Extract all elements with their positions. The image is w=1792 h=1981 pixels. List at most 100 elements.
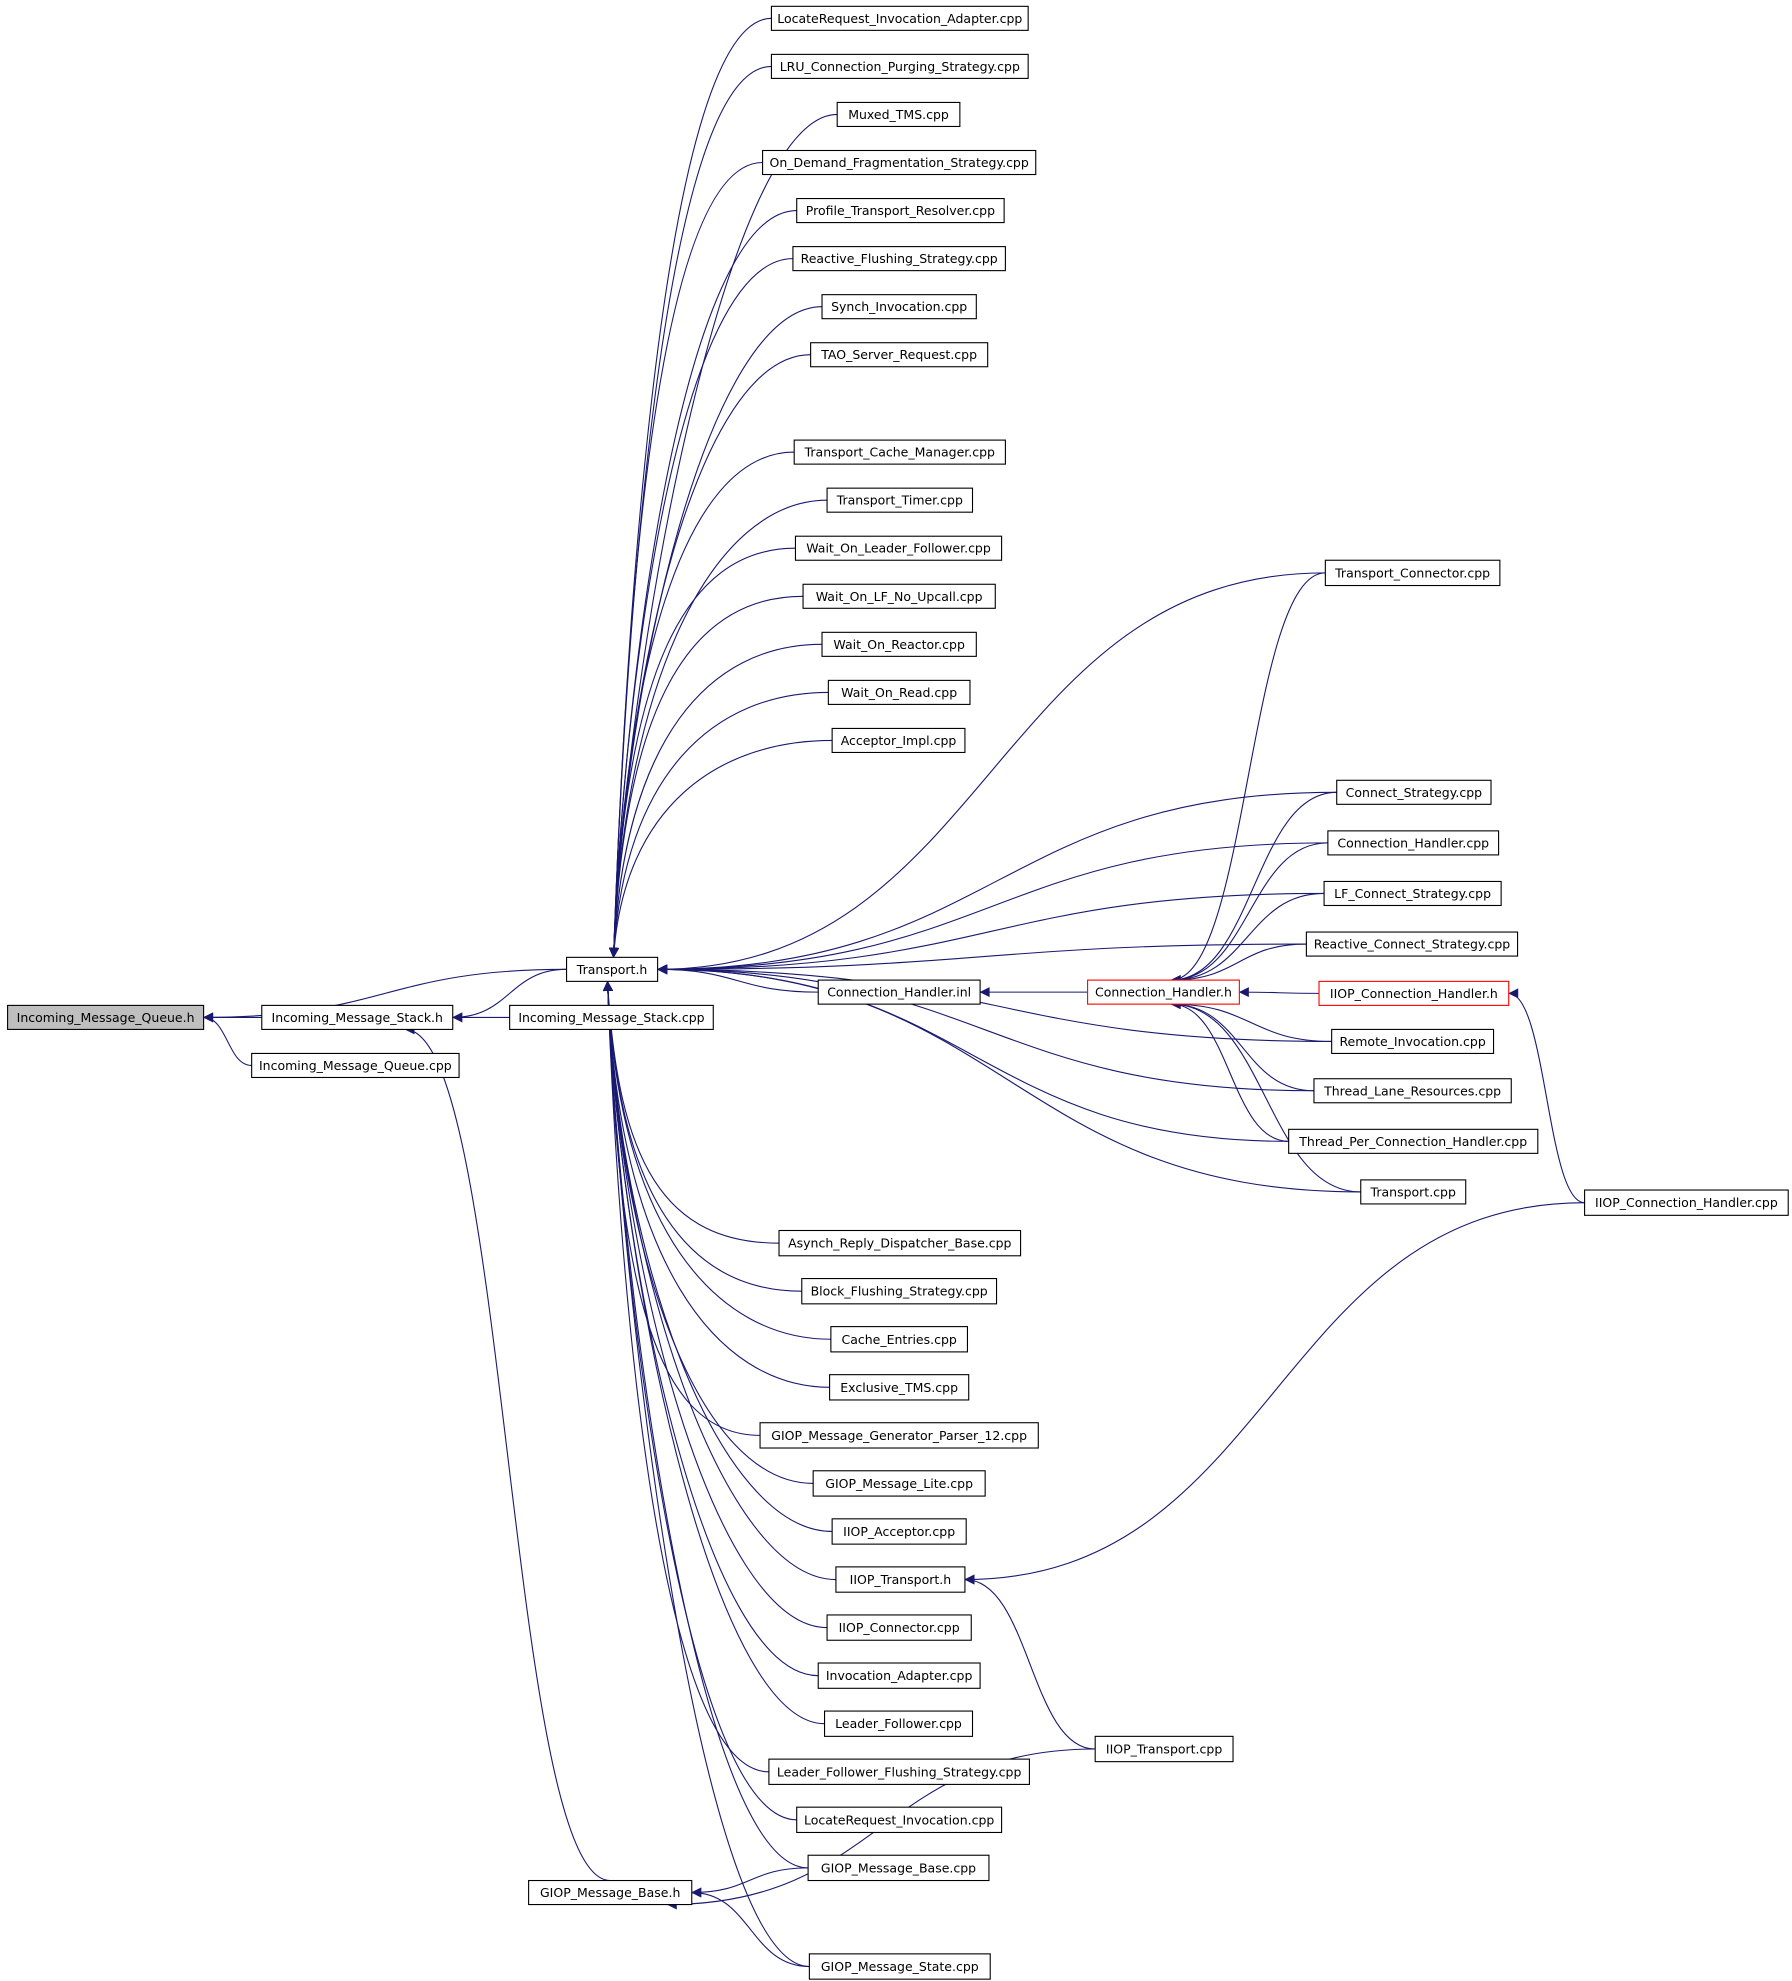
node-label: Wait_On_Read.cpp <box>841 685 957 700</box>
file-node-connection-handler-cpp[interactable]: Connection_Handler.cpp <box>1327 830 1500 856</box>
file-node-transport-connector-cpp[interactable]: Transport_Connector.cpp <box>1324 559 1501 587</box>
node-box <box>836 101 961 128</box>
node-box <box>1584 1189 1789 1216</box>
file-node-incoming-message-stack-cpp[interactable]: Incoming_Message_Stack.cpp <box>509 1004 714 1030</box>
node-label: LRU_Connection_Purging_Strategy.cpp <box>780 59 1020 74</box>
node-box <box>762 149 1037 176</box>
file-node-muxed-tms-cpp[interactable]: Muxed_TMS.cpp <box>836 101 961 128</box>
node-box <box>831 727 966 754</box>
file-node-transport-cpp[interactable]: Transport.cpp <box>1360 1179 1467 1205</box>
node-label: Thread_Per_Connection_Handler.cpp <box>1298 1134 1527 1149</box>
node-label: IIOP_Transport.h <box>850 1572 952 1587</box>
file-node-lf-connect-strategy-cpp[interactable]: LF_Connect_Strategy.cpp <box>1323 880 1502 907</box>
file-node-giop-message-generator-parser-12-cpp[interactable]: GIOP_Message_Generator_Parser_12.cpp <box>759 1422 1039 1449</box>
edge-locaterequest_invocation_adapter_cpp-to-transport_h <box>608 17 772 958</box>
file-node-remote-invocation-cpp[interactable]: Remote_Invocation.cpp <box>1331 1028 1495 1054</box>
file-node-wait-on-lf-no-upcall-cpp[interactable]: Wait_On_LF_No_Upcall.cpp <box>802 583 996 609</box>
file-node-iiop-connection-handler-h[interactable]: IIOP_Connection_Handler.h <box>1318 980 1510 1006</box>
edge-connect_strategy_cpp-to-connection_handler_h <box>1170 791 1337 986</box>
edge-iiop_connection_handler_h-to-connection_handler_h <box>1238 987 1320 998</box>
file-node-leader-follower-flushing-strategy-cpp[interactable]: Leader_Follower_Flushing_Strategy.cpp <box>768 1758 1030 1785</box>
file-node-giop-message-base-h[interactable]: GIOP_Message_Base.h <box>528 1879 693 1906</box>
file-node-locaterequest-invocation-cpp[interactable]: LocateRequest_Invocation.cpp <box>796 1806 1003 1834</box>
file-node-acceptor-impl-cpp[interactable]: Acceptor_Impl.cpp <box>831 727 966 754</box>
node-label: Wait_On_Reactor.cpp <box>833 637 965 652</box>
file-node-leader-follower-cpp[interactable]: Leader_Follower.cpp <box>823 1710 974 1737</box>
edge-transport_cache_manager_cpp-to-transport_h <box>608 451 795 958</box>
node-label: LF_Connect_Strategy.cpp <box>1334 886 1491 901</box>
file-node-wait-on-leader-follower-cpp[interactable]: Wait_On_Leader_Follower.cpp <box>794 535 1003 561</box>
node-box <box>1087 979 1240 1005</box>
file-node-transport-timer-cpp[interactable]: Transport_Timer.cpp <box>826 487 974 513</box>
edge-reactive_connect_strategy_cpp-to-transport_h <box>657 943 1307 975</box>
file-node-iiop-transport-h[interactable]: IIOP_Transport.h <box>835 1566 966 1593</box>
node-label: Transport.cpp <box>1370 1184 1456 1199</box>
edge-thread_per_connection_handler_cpp-to-connection_handler_h <box>1170 999 1289 1142</box>
node-box <box>830 1326 969 1353</box>
file-node-locaterequest-invocation-adapter-cpp[interactable]: LocateRequest_Invocation_Adapter.cpp <box>770 5 1029 31</box>
node-box <box>566 956 659 982</box>
node-label: IIOP_Connection_Handler.cpp <box>1595 1195 1778 1210</box>
file-node-incoming-message-queue-h[interactable]: Incoming_Message_Queue.h <box>7 1004 205 1030</box>
file-node-iiop-connection-handler-cpp[interactable]: IIOP_Connection_Handler.cpp <box>1584 1189 1789 1216</box>
file-node-iiop-transport-cpp[interactable]: IIOP_Transport.cpp <box>1094 1735 1234 1763</box>
dependency-edges <box>203 17 1585 1968</box>
file-node-transport-cache-manager-cpp[interactable]: Transport_Cache_Manager.cpp <box>793 439 1006 465</box>
node-box <box>1324 559 1501 587</box>
file-node-wait-on-read-cpp[interactable]: Wait_On_Read.cpp <box>827 679 971 705</box>
file-node-connection-handler-inl[interactable]: Connection_Handler.inl <box>817 979 981 1005</box>
file-node-reactive-connect-strategy-cpp[interactable]: Reactive_Connect_Strategy.cpp <box>1305 931 1519 957</box>
node-box <box>807 1854 990 1882</box>
file-node-iiop-connector-cpp[interactable]: IIOP_Connector.cpp <box>826 1614 972 1641</box>
node-box <box>1331 1028 1495 1054</box>
edge-transport_h-to-incoming_message_stack_h <box>452 968 567 1023</box>
node-label: Connect_Strategy.cpp <box>1346 785 1482 800</box>
node-label: On_Demand_Fragmentation_Strategy.cpp <box>769 155 1028 170</box>
file-node-invocation-adapter-cpp[interactable]: Invocation_Adapter.cpp <box>817 1662 981 1689</box>
node-box <box>817 979 981 1005</box>
file-node-thread-per-connection-handler-cpp[interactable]: Thread_Per_Connection_Handler.cpp <box>1288 1128 1539 1154</box>
file-node-connection-handler-h[interactable]: Connection_Handler.h <box>1087 979 1240 1005</box>
node-label: Transport_Timer.cpp <box>836 493 963 508</box>
file-node-connect-strategy-cpp[interactable]: Connect_Strategy.cpp <box>1336 779 1492 805</box>
edge-tao_server_request_cpp-to-transport_h <box>608 354 811 958</box>
file-node-tao-server-request-cpp[interactable]: TAO_Server_Request.cpp <box>810 342 989 368</box>
file-node-on-demand-fragmentation-strategy-cpp[interactable]: On_Demand_Fragmentation_Strategy.cpp <box>762 149 1037 176</box>
file-node-incoming-message-stack-h[interactable]: Incoming_Message_Stack.h <box>261 1004 454 1030</box>
edge-incoming_message_queue_cpp-to-incoming_message_queue_h <box>203 1012 252 1067</box>
file-node-cache-entries-cpp[interactable]: Cache_Entries.cpp <box>830 1326 969 1353</box>
edge-iiop_connection_handler_cpp-to-iiop_transport_h <box>964 1202 1585 1585</box>
file-node-profile-transport-resolver-cpp[interactable]: Profile_Transport_Resolver.cpp <box>796 197 1005 224</box>
file-node-wait-on-reactor-cpp[interactable]: Wait_On_Reactor.cpp <box>821 631 977 657</box>
file-node-transport-h[interactable]: Transport.h <box>566 956 659 982</box>
edge-transport_connector_cpp-to-connection_handler_h <box>1170 572 1326 986</box>
edge-wait_on_lf_no_upcall_cpp-to-transport_h <box>608 595 804 958</box>
file-node-synch-invocation-cpp[interactable]: Synch_Invocation.cpp <box>821 294 977 320</box>
file-node-giop-message-base-cpp[interactable]: GIOP_Message_Base.cpp <box>807 1854 990 1882</box>
node-box <box>509 1004 714 1030</box>
node-box <box>792 246 1006 272</box>
node-label: Asynch_Reply_Dispatcher_Base.cpp <box>788 1236 1011 1251</box>
file-node-lru-connection-purging-strategy-cpp[interactable]: LRU_Connection_Purging_Strategy.cpp <box>770 53 1029 79</box>
edge-transport_cpp-to-connection_handler_h <box>1170 999 1361 1193</box>
node-box <box>802 583 996 609</box>
file-node-iiop-acceptor-cpp[interactable]: IIOP_Acceptor.cpp <box>831 1518 967 1545</box>
file-node-asynch-reply-dispatcher-base-cpp[interactable]: Asynch_Reply_Dispatcher_Base.cpp <box>778 1229 1022 1257</box>
file-node-thread-lane-resources-cpp[interactable]: Thread_Lane_Resources.cpp <box>1313 1078 1512 1104</box>
node-box <box>770 5 1029 31</box>
edge-transport_timer_cpp-to-transport_h <box>608 499 828 958</box>
edge-synch_invocation_cpp-to-transport_h <box>608 306 823 958</box>
node-label: Connection_Handler.inl <box>827 985 971 1000</box>
edge-acceptor_impl_cpp-to-transport_h <box>609 739 833 958</box>
file-node-incoming-message-queue-cpp[interactable]: Incoming_Message_Queue.cpp <box>251 1052 460 1079</box>
node-label: Remote_Invocation.cpp <box>1339 1034 1485 1049</box>
node-label: Incoming_Message_Stack.h <box>272 1010 443 1025</box>
file-node-giop-message-lite-cpp[interactable]: GIOP_Message_Lite.cpp <box>812 1470 986 1497</box>
file-node-block-flushing-strategy-cpp[interactable]: Block_Flushing_Strategy.cpp <box>801 1278 998 1305</box>
node-box <box>801 1278 998 1305</box>
node-label: GIOP_Message_State.cpp <box>821 1959 979 1974</box>
node-box <box>1327 830 1500 856</box>
file-node-reactive-flushing-strategy-cpp[interactable]: Reactive_Flushing_Strategy.cpp <box>792 246 1006 272</box>
file-node-giop-message-state-cpp[interactable]: GIOP_Message_State.cpp <box>808 1953 991 1980</box>
file-node-exclusive-tms-cpp[interactable]: Exclusive_TMS.cpp <box>829 1374 970 1401</box>
